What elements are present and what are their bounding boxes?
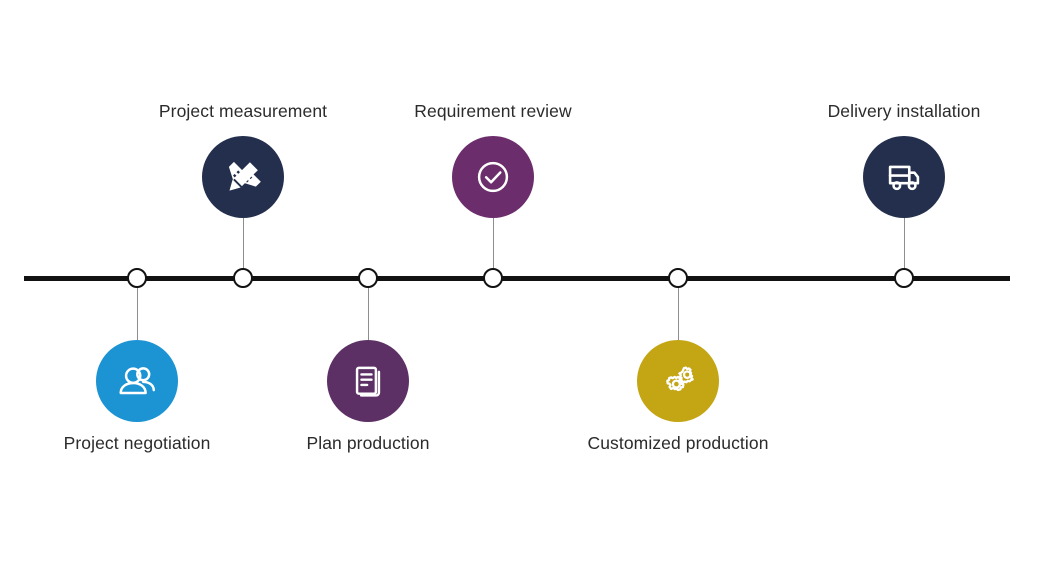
gears-icon	[655, 358, 701, 404]
users-icon	[114, 358, 160, 404]
step-label-customized-production: Customized production	[587, 433, 769, 453]
timeline-node-customized-production[interactable]	[668, 268, 688, 288]
pencil-ruler-icon	[220, 154, 266, 200]
timeline-node-plan-production[interactable]	[358, 268, 378, 288]
step-label-project-measurement: Project measurement	[158, 101, 328, 121]
timeline-node-project-measurement[interactable]	[233, 268, 253, 288]
documents-icon	[347, 360, 389, 402]
timeline-node-delivery-installation[interactable]	[894, 268, 914, 288]
timeline-axis	[24, 275, 1010, 281]
truck-icon	[881, 154, 927, 200]
connector-line-project-negotiation	[136, 278, 138, 340]
timeline-node-project-negotiation[interactable]	[127, 268, 147, 288]
step-badge-customized-production[interactable]	[637, 340, 719, 422]
connector-line-plan-production	[367, 278, 369, 340]
step-label-delivery-installation: Delivery installation	[827, 101, 981, 121]
step-badge-plan-production[interactable]	[327, 340, 409, 422]
step-label-plan-production: Plan production	[306, 433, 430, 453]
connector-line-delivery-installation	[903, 218, 905, 278]
step-badge-project-negotiation[interactable]	[96, 340, 178, 422]
step-badge-requirement-review[interactable]	[452, 136, 534, 218]
connector-line-customized-production	[677, 278, 679, 340]
connector-line-requirement-review	[492, 218, 494, 278]
step-badge-project-measurement[interactable]	[202, 136, 284, 218]
check-circle-icon	[470, 154, 516, 200]
connector-line-project-measurement	[242, 218, 244, 278]
step-label-requirement-review: Requirement review	[414, 101, 572, 121]
timeline-node-requirement-review[interactable]	[483, 268, 503, 288]
step-label-project-negotiation: Project negotiation	[63, 433, 211, 453]
step-badge-delivery-installation[interactable]	[863, 136, 945, 218]
